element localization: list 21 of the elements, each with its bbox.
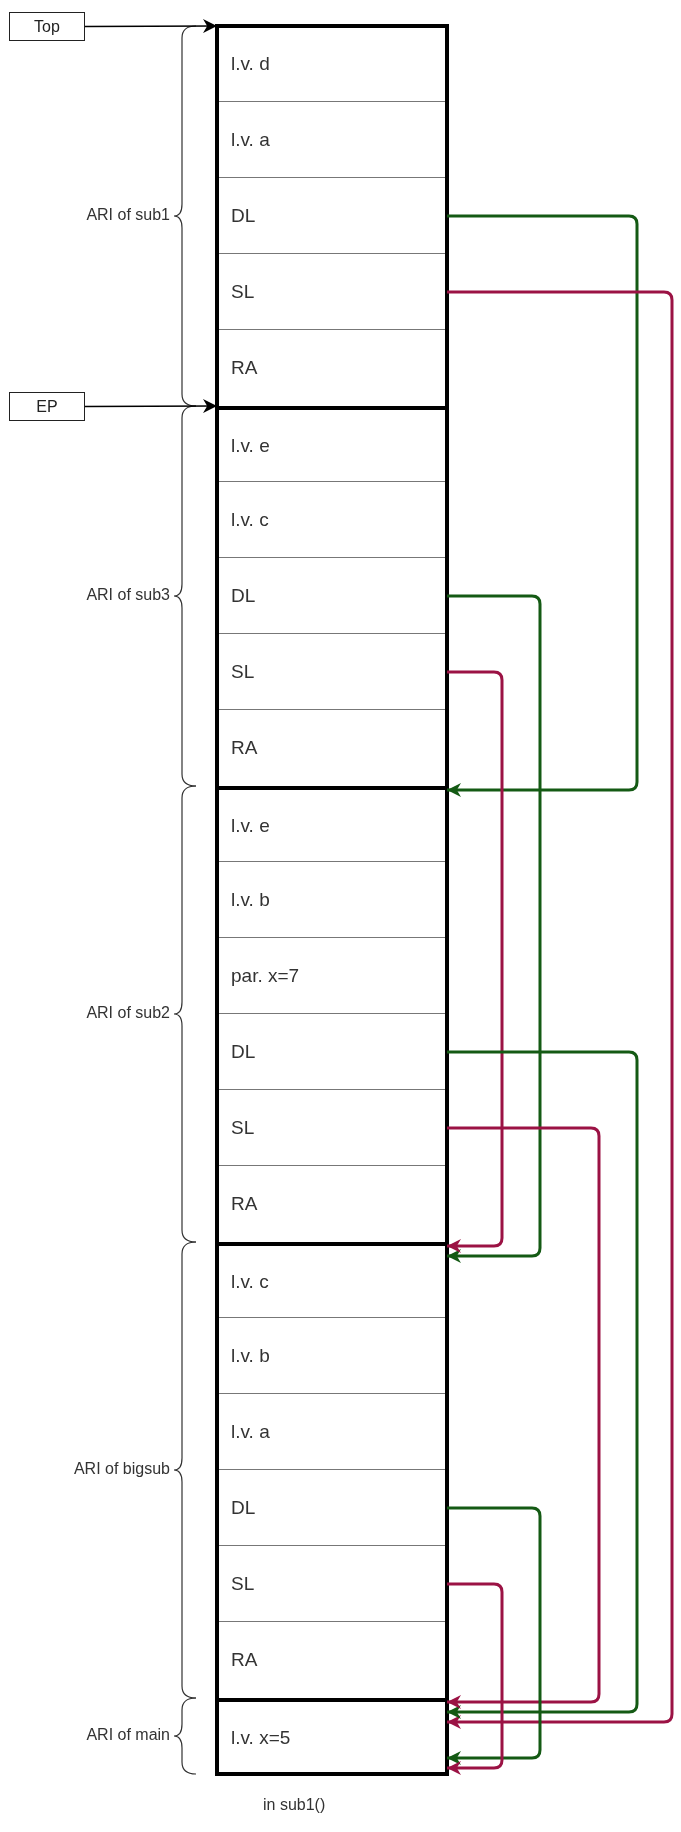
stack-slot: l.v. e bbox=[217, 786, 447, 862]
stack-slot: l.v. c bbox=[217, 1242, 447, 1318]
arrow bbox=[447, 1126, 601, 1709]
bracket-label: ARI of bigsub bbox=[73, 1460, 170, 1478]
arrow bbox=[447, 670, 504, 1253]
bracket-label: ARI of sub2 bbox=[86, 1004, 170, 1022]
arrow bbox=[447, 594, 542, 1263]
arrow bbox=[447, 1050, 639, 1719]
bracket-label: ARI of sub3 bbox=[86, 586, 170, 604]
stack-slot: l.v. e bbox=[217, 406, 447, 482]
caption: in sub1() bbox=[263, 1796, 326, 1814]
arrow bbox=[447, 1506, 542, 1765]
arrow bbox=[447, 290, 674, 1729]
pointer-box: EP bbox=[9, 392, 85, 421]
arrow bbox=[84, 399, 218, 414]
bracket-label: ARI of main bbox=[86, 1726, 170, 1744]
pointer-box: Top bbox=[9, 12, 85, 41]
bracket-label: ARI of sub1 bbox=[86, 206, 170, 224]
arrow bbox=[447, 1582, 504, 1775]
arrow bbox=[447, 214, 639, 797]
arrow bbox=[84, 19, 218, 34]
